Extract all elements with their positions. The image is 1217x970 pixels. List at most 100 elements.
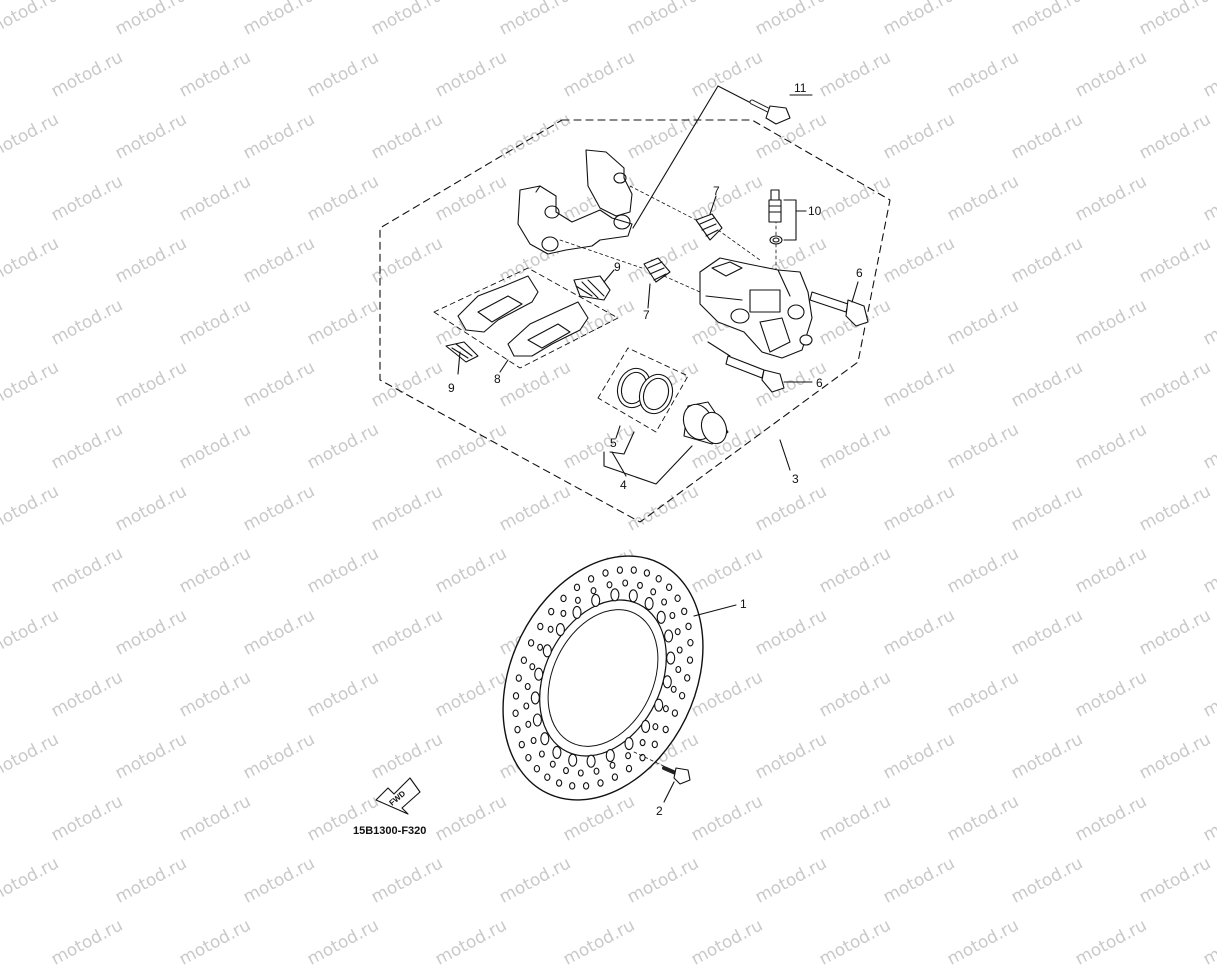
- pad-kit-boundary: [433, 267, 619, 369]
- callout-9-upper: 9: [614, 260, 621, 274]
- caliper-bracket: [517, 149, 633, 255]
- disc-hole: [630, 566, 637, 574]
- disc-hole: [593, 767, 600, 775]
- disc-hole: [605, 749, 615, 763]
- disc-hole: [678, 691, 686, 700]
- callout-5: 5: [610, 436, 617, 450]
- disc-hole: [675, 665, 682, 674]
- disc-hole: [590, 587, 597, 595]
- disc-hole: [670, 685, 677, 693]
- disc-hole: [512, 709, 519, 718]
- disc-hole: [525, 720, 532, 728]
- disc-hole: [622, 579, 629, 587]
- disc-hole: [549, 760, 556, 768]
- disc-hole: [654, 698, 664, 712]
- watermark-text: motod.ru: [304, 915, 383, 970]
- disc-hole: [563, 767, 569, 775]
- watermark-text: motod.ru: [688, 915, 767, 970]
- disc-hole: [641, 719, 651, 733]
- boot-7-lower: [643, 257, 671, 283]
- disc-hole: [532, 713, 542, 727]
- disc-hole: [577, 769, 584, 777]
- piston-seal-5: [616, 367, 674, 415]
- disc-hole: [681, 607, 688, 616]
- disc-hole: [662, 705, 669, 713]
- disc-bolt-2: [633, 751, 691, 803]
- disc-hole: [514, 725, 521, 734]
- bolt-11: [749, 99, 791, 125]
- disc-hole: [555, 779, 563, 787]
- callout-6-lower: 6: [816, 376, 823, 390]
- callout-2: 2: [656, 804, 663, 818]
- disc-hole: [684, 674, 691, 682]
- disc-hole: [625, 764, 633, 773]
- disc-hole: [661, 598, 668, 606]
- disc-hole: [624, 737, 634, 751]
- disc-hole: [602, 569, 609, 577]
- callout-7-lower: 7: [643, 308, 650, 322]
- disc-hole: [527, 639, 535, 647]
- disc-hole: [611, 773, 619, 781]
- disc-hole: [686, 656, 694, 664]
- disc-hole: [544, 773, 551, 781]
- seal-kit-boundary: [597, 347, 689, 433]
- brake-pad-8-lower: [507, 301, 589, 357]
- callout-4: 4: [620, 478, 627, 492]
- disc-hole: [523, 702, 530, 710]
- callout-6-upper: 6: [856, 266, 863, 280]
- disc-hole: [573, 583, 581, 592]
- disc-hole: [671, 709, 679, 717]
- disc-hole: [512, 692, 520, 700]
- boot-7-upper: [695, 213, 723, 241]
- pad-spring-9-upper: [573, 269, 615, 301]
- disc-hole: [568, 753, 578, 767]
- disc-hole: [542, 644, 552, 658]
- disc-hole: [625, 752, 632, 760]
- disc-hole: [537, 643, 544, 651]
- disc-hole: [685, 622, 692, 631]
- disc-hole: [687, 638, 694, 647]
- disc-hole: [587, 575, 595, 583]
- callout-8: 8: [494, 372, 501, 386]
- disc-hole: [676, 646, 683, 654]
- disc-hole: [628, 589, 638, 603]
- disc-hole: [652, 723, 659, 731]
- disc-hole: [525, 753, 532, 762]
- diagram-code: 15B1300-F320: [353, 825, 427, 837]
- piston-4: [682, 401, 729, 445]
- disc-hole: [664, 629, 674, 643]
- disc-hole: [538, 750, 545, 758]
- bolt-11-leader: [632, 85, 754, 229]
- caliper-body: [699, 257, 813, 359]
- slide-pin-6-upper: [809, 281, 869, 327]
- disc-hole: [574, 596, 581, 604]
- disc-hole: [616, 566, 624, 574]
- watermark-text: motod.ru: [48, 915, 127, 970]
- disc-hole: [533, 764, 541, 773]
- callout-9-lower: 9: [448, 381, 455, 395]
- disc-hole: [586, 754, 596, 768]
- disc-hole: [666, 651, 676, 665]
- watermark-text: motod.ru: [560, 915, 639, 970]
- callout-10: 10: [808, 204, 822, 218]
- disc-hole: [650, 588, 657, 596]
- disc-hole: [662, 725, 669, 734]
- watermark-text: motod.ru: [432, 915, 511, 970]
- disc-hole: [665, 583, 673, 592]
- disc-hole: [662, 675, 672, 689]
- disc-hole: [674, 594, 681, 603]
- disc-hole: [674, 628, 681, 636]
- fwd-arrow: [375, 777, 421, 815]
- disc-hole: [582, 782, 590, 790]
- callout-7-upper: 7: [713, 184, 720, 198]
- disc-hole: [524, 682, 531, 691]
- disc-hole: [540, 732, 550, 746]
- disc-hole: [552, 745, 562, 759]
- watermark-text: motod.ru: [176, 915, 255, 970]
- disc-hole: [639, 739, 646, 747]
- disc-holes-inner: [530, 588, 676, 768]
- disc-hole: [597, 779, 604, 787]
- disc-hole: [569, 782, 576, 790]
- disc-hole: [669, 611, 676, 620]
